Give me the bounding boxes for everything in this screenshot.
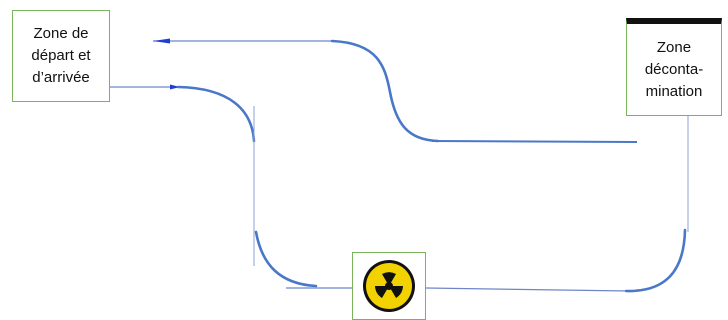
radiation-symbol-box	[352, 252, 426, 320]
return-arrowhead	[153, 38, 170, 44]
radiation-icon	[363, 260, 415, 312]
bottom-corridor-right	[425, 287, 629, 292]
return-middle-line	[431, 140, 638, 143]
start-zone-box: Zone de départ et d’arrivée	[12, 10, 110, 102]
outgoing-arrowhead	[170, 84, 180, 90]
start-zone-label: Zone de départ et d’arrivée	[31, 25, 91, 86]
outgoing-curve-bottom	[254, 230, 318, 288]
decontamination-zone-label: Zone déconta- mination	[644, 38, 704, 100]
decon-curve	[624, 228, 687, 293]
return-curve	[330, 39, 440, 143]
outgoing-curve-top	[176, 85, 256, 143]
decontamination-zone-box: Zone déconta- mination	[626, 18, 722, 116]
